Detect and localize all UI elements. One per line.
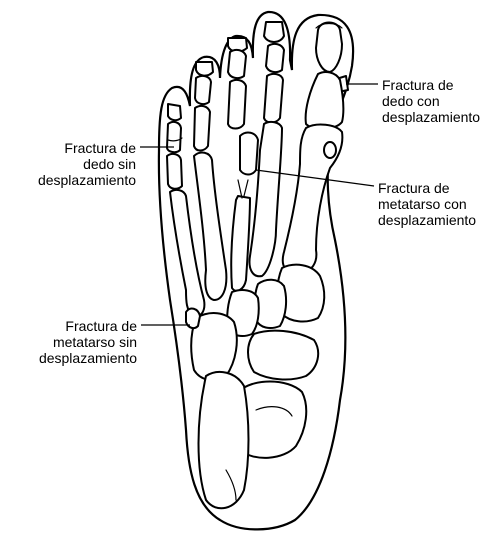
label-metatarsal-fracture-nondisplaced: Fractura de metatarso sin desplazamiento (39, 318, 137, 366)
big-toe-distal-phalanx (316, 23, 342, 73)
label-line: Fractura de (38, 140, 136, 156)
label-line: Fractura de (378, 180, 476, 196)
displaced-metatarsal-head (240, 133, 258, 175)
label-line: Fractura de (382, 77, 480, 93)
label-line: desplazamiento (378, 212, 476, 228)
label-line: Fractura de (39, 318, 137, 334)
tarsal-bones (191, 265, 324, 509)
label-toe-fracture-nondisplaced: Fractura de dedo sin desplazamiento (38, 140, 136, 188)
third-metatarsal (231, 196, 250, 291)
label-line: metatarso sin (39, 334, 137, 350)
label-line: metatarso con (378, 196, 476, 212)
label-line: desplazamiento (38, 172, 136, 188)
label-line: desplazamiento (382, 109, 480, 125)
calcaneus (199, 372, 249, 508)
fourth-toe-bones (194, 62, 226, 300)
label-metatarsal-fracture-displaced: Fractura de metatarso con desplazamiento (378, 180, 476, 228)
label-line: desplazamiento (39, 350, 137, 366)
fifth-metatarsal (170, 190, 204, 316)
label-line: dedo sin (38, 156, 136, 172)
label-line: dedo con (382, 93, 480, 109)
navicular (248, 331, 318, 380)
label-toe-fracture-displaced: Fractura de dedo con desplazamiento (382, 77, 480, 125)
big-toe-proximal-phalanx (306, 72, 344, 129)
